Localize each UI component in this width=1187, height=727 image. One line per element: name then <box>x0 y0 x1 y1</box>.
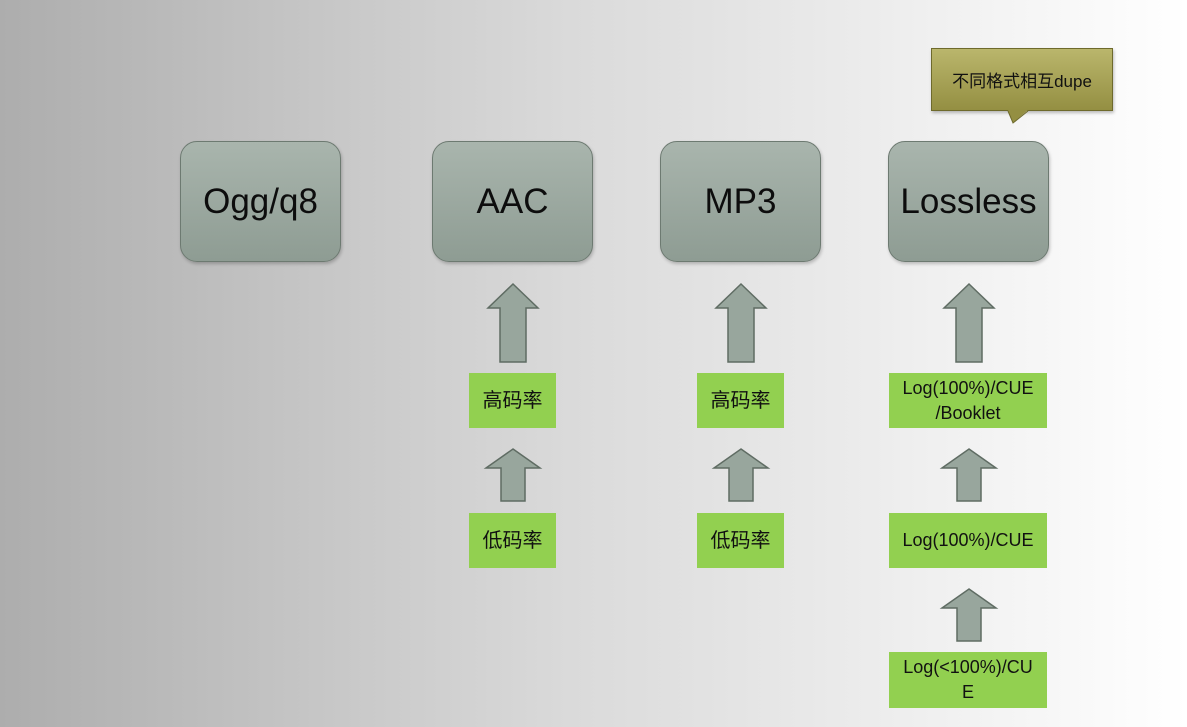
lossless-step-log-cue: Log(100%)/CUE <box>889 513 1047 568</box>
lossless-small-up-arrow-icon <box>939 448 999 502</box>
lossless-up-arrow-icon <box>942 282 996 363</box>
lossless-step-partial-log-cue: Log(<100%)/CU E <box>889 652 1047 708</box>
node-lossless: Lossless <box>888 141 1049 262</box>
step-label-line: Log(100%)/CUE <box>902 530 1034 550</box>
node-aac: AAC <box>432 141 593 262</box>
callout-text: 不同格式相互dupe <box>952 72 1092 91</box>
step-label: 高码率 <box>710 389 771 412</box>
lossless-small-up-arrow-icon <box>939 588 999 642</box>
node-mp3: MP3 <box>660 141 821 262</box>
step-label: 低码率 <box>482 529 543 552</box>
node-ogg-q8: Ogg/q8 <box>180 141 341 262</box>
aac-step-high-bitrate: 高码率 <box>469 373 556 428</box>
step-label-line: /Booklet <box>935 402 1001 423</box>
mp3-step-high-bitrate: 高码率 <box>697 373 784 428</box>
node-label: Lossless <box>900 181 1037 221</box>
aac-small-up-arrow-icon <box>483 448 543 502</box>
node-label: MP3 <box>704 181 777 221</box>
step-label: 高码率 <box>482 389 543 412</box>
mp3-up-arrow-icon <box>714 282 768 363</box>
callout-tail <box>1007 110 1029 124</box>
node-label: AAC <box>476 181 549 221</box>
step-label: 低码率 <box>710 529 771 552</box>
node-label: Ogg/q8 <box>203 181 318 221</box>
step-label-line: Log(<100%)/CU <box>903 657 1033 677</box>
mp3-step-low-bitrate: 低码率 <box>697 513 784 568</box>
aac-up-arrow-icon <box>486 282 540 363</box>
lossless-step-log-cue-booklet: Log(100%)/CUE /Booklet <box>889 373 1047 428</box>
step-label-line: Log(100%)/CUE <box>902 377 1034 398</box>
step-label-line: E <box>961 682 974 702</box>
dupe-callout: 不同格式相互dupe <box>931 48 1113 124</box>
mp3-small-up-arrow-icon <box>711 448 771 502</box>
aac-step-low-bitrate: 低码率 <box>469 513 556 568</box>
